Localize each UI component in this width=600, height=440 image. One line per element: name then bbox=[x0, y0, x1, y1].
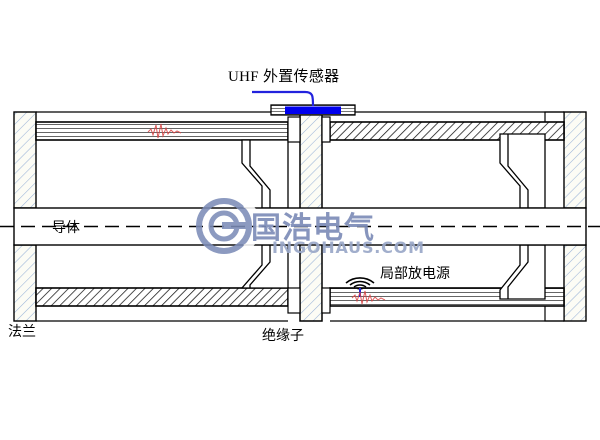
discharge-waveform-icon bbox=[147, 123, 386, 305]
insulator-cone-left-lower bbox=[240, 244, 289, 289]
sensor-cable bbox=[252, 90, 315, 107]
left-flange bbox=[13, 111, 37, 322]
center-conductor bbox=[0, 207, 600, 246]
insulator-cone-right-upper bbox=[499, 133, 546, 209]
insulator-cone-left-upper bbox=[241, 139, 289, 209]
label-partial-discharge-source: 局部放电源 bbox=[380, 267, 450, 282]
enclosure-wall-bottom-left bbox=[35, 287, 289, 307]
watermark-logo-icon bbox=[196, 198, 262, 254]
label-conductor: 导体 bbox=[52, 221, 80, 236]
sensor-active-face bbox=[285, 106, 341, 114]
uhf-external-sensor[interactable] bbox=[252, 90, 356, 116]
label-insulator: 绝缘子 bbox=[262, 329, 304, 344]
insulator-cone-right-lower bbox=[499, 244, 546, 300]
enclosure-outline bbox=[36, 111, 564, 322]
label-flange: 法兰 bbox=[8, 325, 36, 340]
label-uhf-sensor: UHF 外置传感器 bbox=[228, 69, 340, 85]
